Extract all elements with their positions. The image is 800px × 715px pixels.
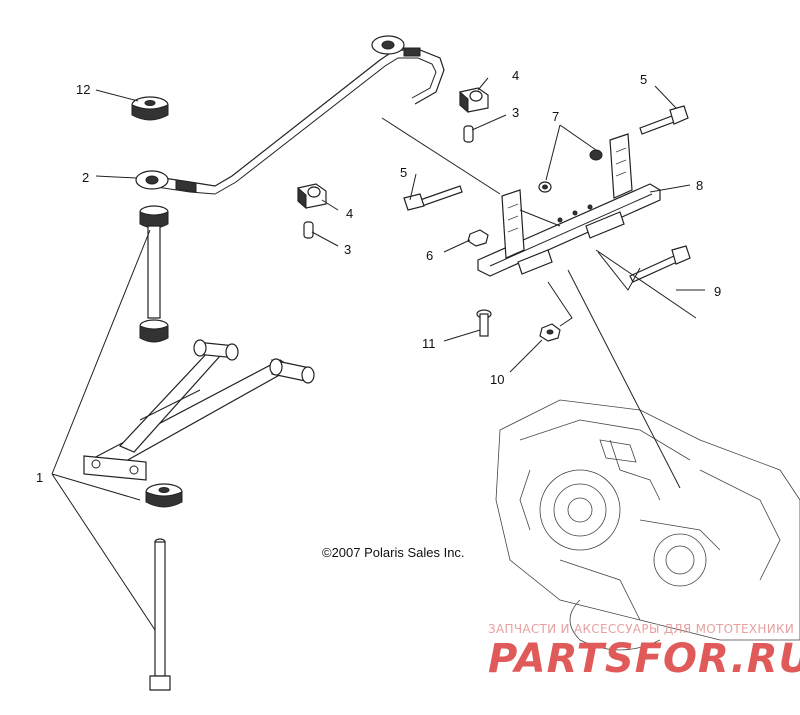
callout-8: 8	[696, 178, 703, 193]
long-bolt	[149, 538, 171, 691]
bushing-lower	[145, 483, 183, 508]
watermark-logo: PARTSFOR.RU	[488, 636, 800, 682]
callout-2: 2	[82, 170, 89, 185]
callout-labels: 1 2 3 3 4 4 5 5 6 7 8 9 10 11 12	[36, 68, 721, 485]
bushing-12	[131, 96, 169, 121]
pin-3-lower	[303, 221, 314, 239]
bolt-11	[476, 309, 492, 337]
callout-9: 9	[714, 284, 721, 299]
callout-11: 11	[422, 336, 436, 351]
bolt-5-upper	[639, 105, 689, 135]
callout-7: 7	[552, 109, 559, 124]
callout-4-upper: 4	[512, 68, 519, 83]
bolt-5-lower	[403, 185, 463, 211]
nut-10	[539, 323, 561, 342]
nut-6	[467, 229, 489, 247]
bolt-9	[629, 245, 691, 283]
callout-4-lower: 4	[346, 206, 353, 221]
crossmember-8	[477, 133, 661, 277]
a-arm	[83, 339, 315, 481]
bracket-4-lower	[297, 183, 327, 210]
engine-assembly	[495, 399, 800, 651]
callout-6: 6	[426, 248, 433, 263]
stabilizer-bar	[135, 35, 445, 195]
callout-1: 1	[36, 470, 43, 485]
callout-5-lower: 5	[400, 165, 407, 180]
watermark: ЗАПЧАСТИ И АКСЕССУАРЫ ДЛЯ МОТОТЕХНИКИ PA…	[488, 622, 800, 682]
callout-10: 10	[490, 372, 504, 387]
callout-5-upper: 5	[640, 72, 647, 87]
pin-3-upper	[463, 125, 474, 143]
link-rod	[139, 205, 169, 343]
callout-3-lower: 3	[344, 242, 351, 257]
watermark-tagline: ЗАПЧАСТИ И АКСЕССУАРЫ ДЛЯ МОТОТЕХНИКИ	[488, 622, 794, 636]
bracket-4-upper	[459, 87, 489, 114]
leader-lines	[51, 77, 705, 631]
callout-3-upper: 3	[512, 105, 519, 120]
callout-12: 12	[76, 82, 90, 97]
copyright-notice: ©2007 Polaris Sales Inc.	[322, 545, 465, 560]
